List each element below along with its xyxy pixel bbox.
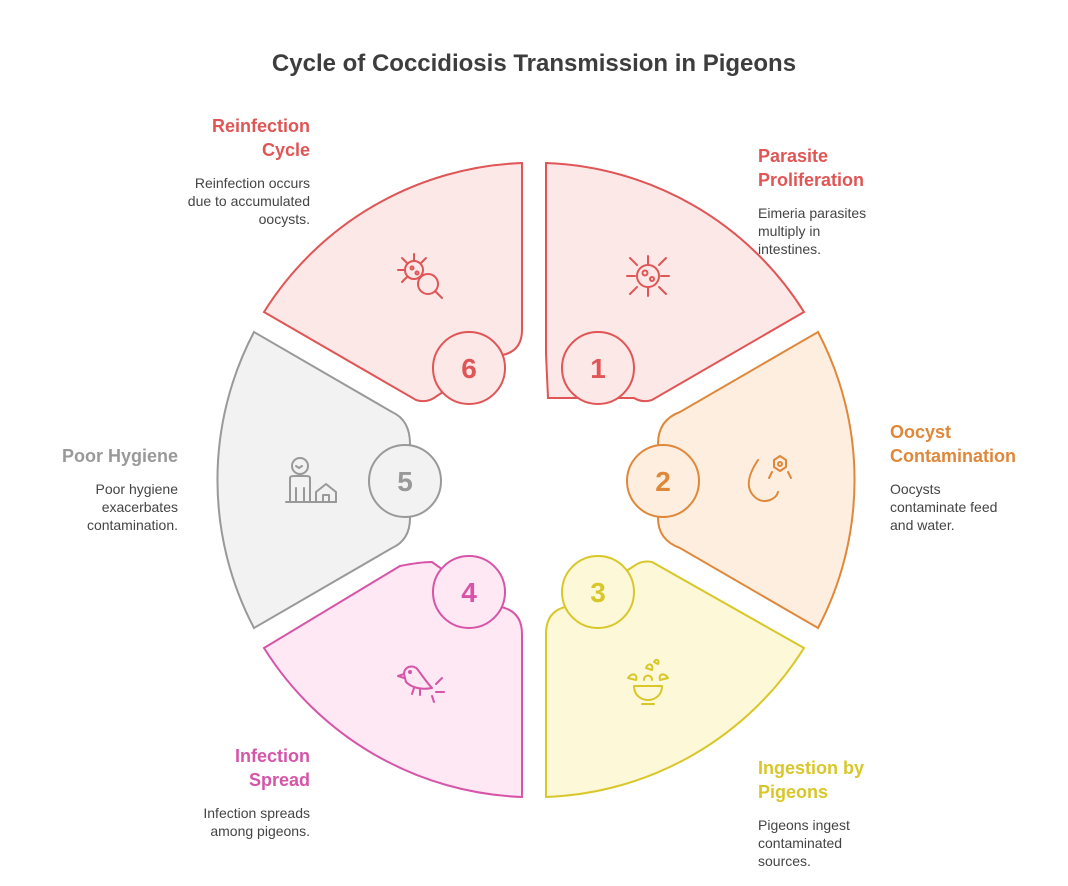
step-3-title: Ingestion by Pigeons [758,758,865,802]
step-6-number: 6 [461,353,477,384]
step-4-badge [432,555,506,629]
segment-3: 3 [545,555,806,799]
step-6-title: Reinfection Cycle [211,116,310,160]
step-4-label: Infection Spread Infection spreads among… [110,744,310,840]
step-1-title: Parasite Proliferation [758,146,865,190]
step-1-label: Parasite Proliferation Eimeria parasites… [758,144,958,258]
segment-5: 5 [216,330,442,630]
step-1-badge [561,331,635,405]
step-5-label: Poor Hygiene Poor hygiene exacerbates co… [0,444,178,534]
water-drop-contamination-icon [747,455,792,502]
step-5-title: Poor Hygiene [61,446,178,466]
page-title: Cycle of Coccidiosis Transmission in Pig… [271,50,797,77]
step-2-number: 2 [655,466,671,497]
segment-4: 4 [262,555,523,799]
step-5-number: 5 [397,466,413,497]
germ-search-icon [397,253,443,299]
step-4-number: 4 [461,577,477,608]
segment-5-shape [216,330,411,630]
step-2-title: Oocyst Contamination [890,422,1016,466]
segment-6: 6 [262,161,523,405]
step-2-description: Oocysts contaminate feed and water. [890,481,998,533]
food-bowl-icon [627,658,669,705]
step-4-title: Infection Spread [235,746,310,790]
segment-2: 2 [626,330,856,630]
step-6-description: Reinfection occurs due to accumulated oo… [187,175,310,227]
step-3-description: Pigeons ingest contaminated sources. [758,817,850,869]
step-3-label: Ingestion by Pigeons Pigeons ingest cont… [758,756,958,870]
step-3-number: 3 [590,577,606,608]
step-2-badge [626,444,700,518]
step-2-label: Oocyst Contamination Oocysts contaminate… [890,420,1068,534]
step-1-number: 1 [590,353,606,384]
step-6-badge [432,331,506,405]
step-5-badge [368,444,442,518]
step-3-badge [561,555,635,629]
step-1-description: Eimeria parasites multiply in intestines… [758,205,867,257]
step-4-description: Infection spreads among pigeons. [203,805,310,839]
segment-1: 1 [545,161,806,405]
person-house-icon [285,457,337,503]
parasite-icon [626,255,670,297]
step-5-description: Poor hygiene exacerbates contamination. [86,481,178,533]
segment-2-shape [657,330,856,630]
step-6-label: Reinfection Cycle Reinfection occurs due… [110,114,310,228]
bird-icon [397,665,445,703]
